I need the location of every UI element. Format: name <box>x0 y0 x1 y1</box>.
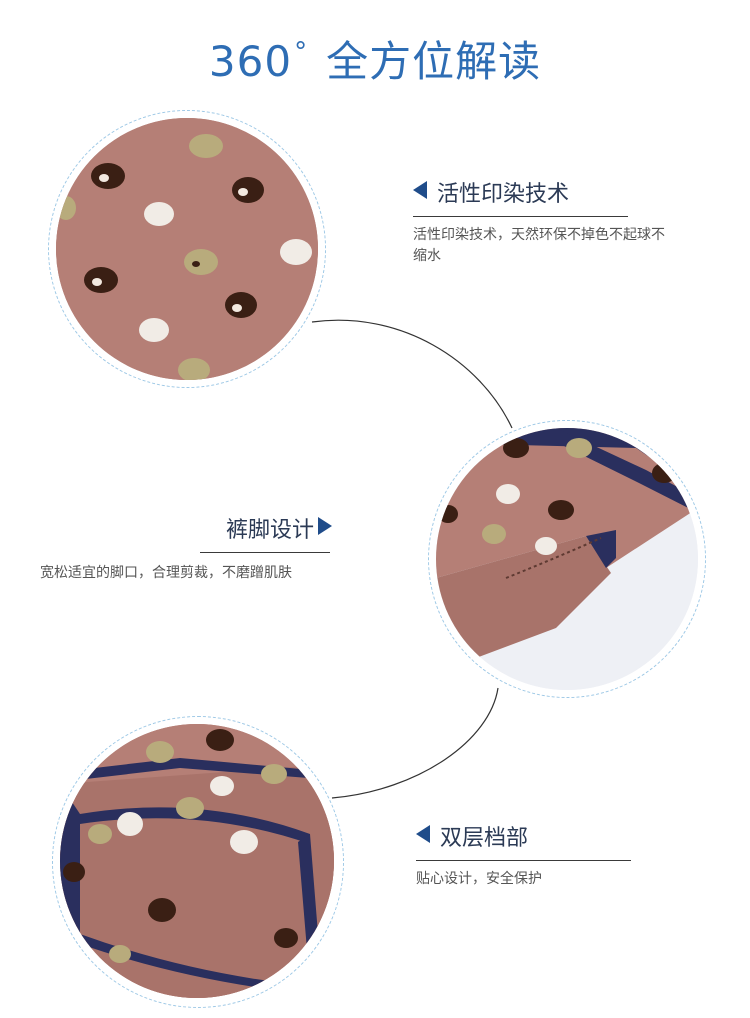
elephant-icon <box>280 239 312 265</box>
elephant-icon <box>184 249 218 275</box>
feature-leg-title: 裤脚设计 <box>225 518 314 543</box>
feature-fabric: 活性印染技术 活性印染技术，天然环保不掉色不起球不缩水 <box>413 176 665 267</box>
elephant-icon <box>63 862 85 882</box>
image-ring-2 <box>428 420 706 698</box>
divider <box>200 552 330 553</box>
elephant-icon <box>117 812 143 836</box>
elephant-icon <box>206 729 234 751</box>
elephant-icon <box>84 267 118 293</box>
title-text: 全方位解读 <box>326 37 542 86</box>
elephant-icon <box>148 898 176 922</box>
elephant-icon <box>109 945 131 963</box>
connector-1 <box>311 319 513 429</box>
arrow-left-icon <box>416 825 430 843</box>
elephant-icon <box>496 484 520 504</box>
elephant-pattern <box>56 118 318 380</box>
image-ring-1 <box>48 110 326 388</box>
elephant-icon <box>91 163 125 189</box>
connector-2 <box>331 687 499 799</box>
title-degree: ° <box>294 37 309 67</box>
elephant-icon <box>178 358 210 380</box>
elephant-icon <box>230 830 258 854</box>
elephant-icon <box>210 776 234 796</box>
crotch-illustration <box>60 724 334 998</box>
elephant-icon <box>139 318 169 342</box>
feature-crotch-heading: 双层档部 <box>416 820 631 852</box>
leg-opening-image <box>436 428 698 690</box>
divider <box>416 860 631 861</box>
divider <box>413 216 628 217</box>
elephant-icon <box>146 741 174 763</box>
fabric-print-image <box>56 118 318 380</box>
double-layer-crotch-image <box>60 724 334 998</box>
elephant-icon <box>548 500 574 520</box>
feature-leg: 裤脚设计 宽松适宜的脚口，合理剪裁，不磨蹭肌肤 <box>40 512 340 584</box>
title-number: 360 <box>208 37 293 86</box>
image-ring-3 <box>52 716 344 1008</box>
arrow-left-icon <box>413 181 427 199</box>
feature-crotch: 双层档部 贴心设计，安全保护 <box>416 820 631 890</box>
feature-leg-heading: 裤脚设计 <box>40 512 340 544</box>
elephant-icon <box>144 202 174 226</box>
elephant-icon <box>189 134 223 158</box>
feature-fabric-heading: 活性印染技术 <box>413 176 628 208</box>
arrow-right-icon <box>318 517 332 535</box>
elephant-icon <box>503 438 529 458</box>
elephant-icon <box>176 797 204 819</box>
elephant-icon <box>535 537 557 555</box>
elephant-icon <box>88 824 112 844</box>
elephant-icon <box>261 764 287 784</box>
elephant-icon <box>274 928 298 948</box>
elephant-icon <box>482 524 506 544</box>
elephant-icon <box>225 292 257 318</box>
feature-fabric-title: 活性印染技术 <box>437 182 570 207</box>
feature-crotch-desc: 贴心设计，安全保护 <box>416 871 542 887</box>
feature-leg-desc: 宽松适宜的脚口，合理剪裁，不磨蹭肌肤 <box>40 565 292 581</box>
elephant-icon <box>566 438 592 458</box>
page-title: 360° 全方位解读 <box>0 28 750 89</box>
feature-crotch-title: 双层档部 <box>440 826 529 851</box>
elephant-icon <box>232 177 264 203</box>
feature-fabric-desc: 活性印染技术，天然环保不掉色不起球不缩水 <box>413 227 665 264</box>
leg-opening-illustration <box>436 428 698 690</box>
